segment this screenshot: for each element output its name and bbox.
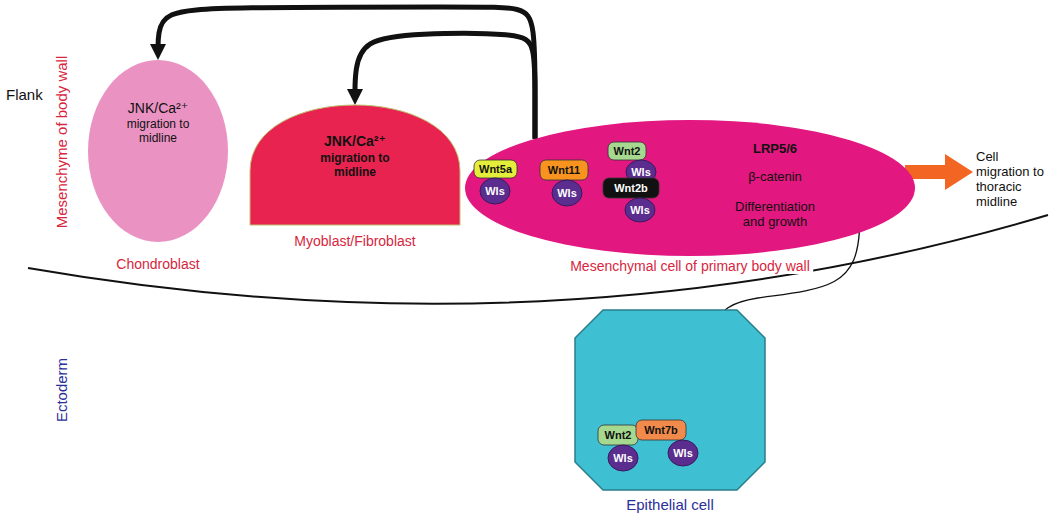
wnt-ligand: Wnt5a (474, 160, 517, 178)
ligand-name: Wnt2 (605, 429, 632, 442)
cell-outline (250, 105, 460, 225)
ligand-name: Wls (485, 185, 505, 198)
cell-text: migration to midline (320, 152, 390, 180)
ligand-outline (636, 420, 686, 440)
cell-text: LRP5/6 (730, 142, 820, 157)
migration-arrow (905, 154, 973, 190)
ligand-name: Wnt11 (548, 164, 580, 177)
wls-carrier: Wls (668, 440, 698, 466)
mesenchymal-cell: LRP5/6 β-cateninDifferentiation and growt… (465, 120, 915, 256)
ligand-outline (474, 160, 517, 178)
cell-label: Myoblast/Fibroblast (291, 233, 418, 249)
ligand-name: Wnt2 (614, 145, 641, 158)
cell-label: Chondroblast (113, 256, 202, 272)
shape-outline (465, 120, 915, 256)
annotation: Cell migration to thoracic midline (976, 150, 1046, 210)
chondroblast-cell: JNK/Ca²⁺migration to midlineChondroblast (88, 60, 228, 242)
ligand-name: Wls (631, 166, 651, 179)
wnt-ligand: Wnt7b (636, 420, 686, 440)
shape-outline (88, 60, 228, 242)
ligand-name: Wnt5a (479, 163, 512, 176)
cell-text: JNK/Ca²⁺ (295, 133, 415, 149)
ligand-name: Wls (613, 452, 633, 465)
ligand-name: Wls (630, 204, 650, 217)
cell-outline (668, 440, 698, 466)
wls-carrier: Wls (552, 180, 582, 206)
annotation: Flank (6, 86, 43, 103)
wnt-ligand: Wnt2b (603, 178, 659, 198)
cell-text: Differentiation and growth (725, 200, 825, 230)
ligand-name: Wls (557, 187, 577, 200)
ligand-outline (608, 142, 646, 160)
cell-outline (608, 445, 638, 471)
wls-carrier: Wls (480, 178, 510, 204)
ligand-name: Wnt7b (644, 424, 678, 437)
region-label: Ectoderm (53, 358, 70, 422)
epithelial-cell: Epithelial cellWnt2WlsWnt7bWls (575, 310, 765, 490)
ligand-outline (603, 178, 659, 198)
ligand-outline (598, 425, 638, 445)
cell-outline (575, 310, 765, 490)
cell-outline (625, 198, 655, 222)
wls-carrier: Wls (608, 445, 638, 471)
wnt-ligand: Wnt2 (598, 425, 638, 445)
myoblast-cell: JNK/Ca²⁺migration to midlineMyoblast/Fib… (250, 105, 460, 225)
cell-outline (480, 178, 510, 204)
ligand-name: Wnt2b (614, 182, 648, 195)
cell-text: migration to midline (122, 118, 194, 146)
cell-text: JNK/Ca²⁺ (98, 100, 218, 116)
wnt-ligand: Wnt11 (540, 160, 588, 180)
shape-outline (575, 310, 765, 490)
wls-carrier: Wls (625, 198, 655, 222)
ligand-name: Wls (673, 447, 693, 460)
cell-outline (88, 60, 228, 242)
ligand-outline (540, 160, 588, 180)
wnt-ligand: Wnt2 (608, 142, 646, 160)
region-label: Mesenchyme of body wall (53, 56, 70, 229)
cell-outline (465, 120, 915, 256)
cell-label: Mesenchymal cell of primary body wall (567, 258, 813, 274)
cell-text: β-catenin (725, 170, 825, 185)
cell-outline (552, 180, 582, 206)
cell-label: Epithelial cell (623, 496, 717, 513)
